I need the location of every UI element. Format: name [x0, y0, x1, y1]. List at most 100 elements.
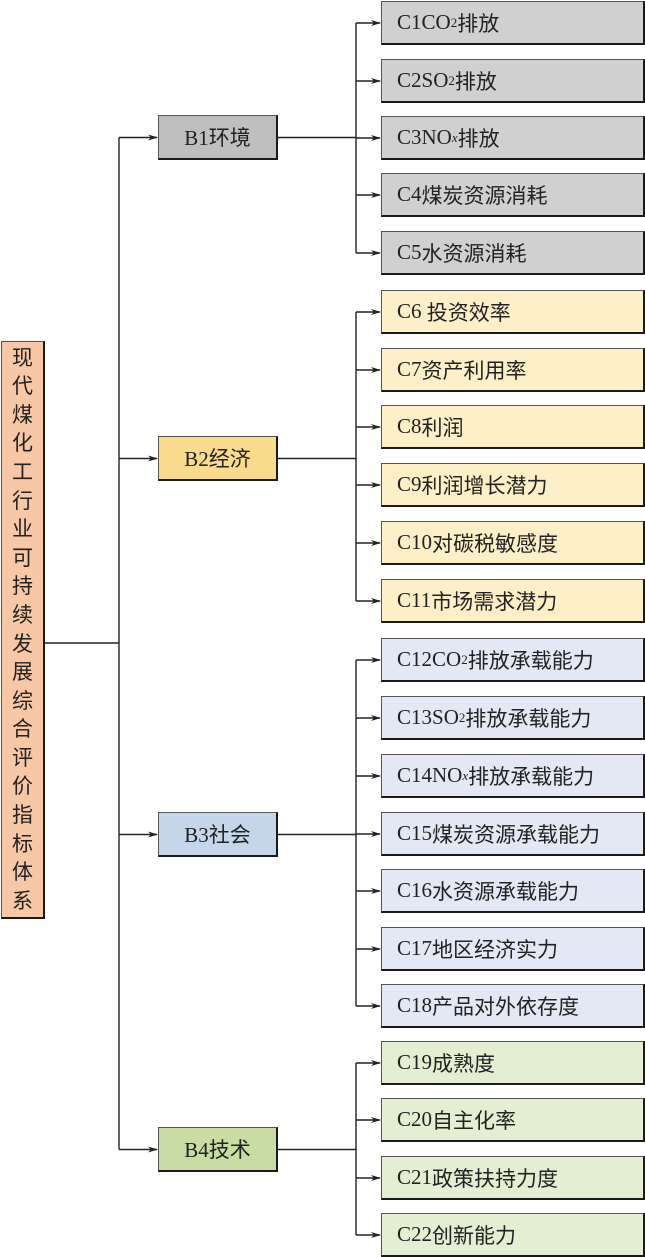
root-label-char: 价	[12, 774, 33, 799]
root-label-char: 现	[12, 345, 33, 370]
indicator-c6: C6 投资效率	[381, 290, 645, 334]
indicator-c18: C18 产品对外依存度	[381, 984, 645, 1028]
indicator-label: 排放承载能力	[465, 706, 592, 731]
node-label: B2经济	[184, 447, 251, 471]
root-label-char: 体	[12, 860, 33, 885]
root-label-char: 综	[12, 688, 33, 713]
indicator-code: C14	[397, 763, 433, 787]
root-label-char: 展	[12, 660, 33, 685]
root-label-char: 代	[12, 374, 33, 399]
indicator-label: 地区经济实力	[432, 937, 559, 962]
indicator-label: 煤炭资源消耗	[421, 183, 548, 208]
indicator-label: 政策扶持力度	[432, 1166, 559, 1191]
indicator-c19: C19 成熟度	[381, 1041, 645, 1085]
indicator-label: 市场需求潜力	[431, 589, 558, 614]
indicator-c17: C17 地区经济实力	[381, 927, 645, 971]
indicator-c20: C20 自主化率	[381, 1098, 645, 1142]
indicator-label: 投资效率	[421, 300, 511, 325]
indicator-code: C21	[397, 1165, 433, 1189]
root-label-char: 可	[12, 545, 33, 570]
indicator-code: C10	[397, 530, 433, 554]
indicator-label: 排放	[457, 11, 500, 36]
indicator-c11: C11 市场需求潜力	[381, 579, 645, 623]
root-label-char: 煤	[12, 402, 33, 427]
indicator-label: 自主化率	[432, 1108, 517, 1133]
root-label-char: 评	[12, 745, 33, 770]
indicator-c8: C8 利润	[381, 405, 645, 449]
chemical-formula: SO	[432, 705, 459, 729]
node-label: B3社会	[184, 823, 251, 847]
indicator-label: 煤炭资源承载能力	[432, 822, 601, 847]
indicator-label: 排放	[457, 126, 500, 151]
node-b2: B2经济	[158, 436, 278, 481]
indicator-code: C19	[397, 1050, 433, 1074]
indicator-code: C12	[397, 647, 433, 671]
indicator-c22: C22 创新能力	[381, 1213, 645, 1257]
root-label-char: 续	[12, 602, 33, 627]
indicator-code: C5	[397, 240, 422, 264]
indicator-c5: C5 水资源消耗	[381, 231, 645, 275]
root-label-char: 标	[12, 831, 33, 856]
root-label-char: 化	[12, 431, 33, 456]
indicator-label: 成熟度	[432, 1051, 496, 1076]
chemical-formula: CO	[421, 10, 451, 34]
indicator-label: 产品对外依存度	[432, 994, 580, 1019]
indicator-code: C17	[397, 936, 433, 960]
indicator-code: C4	[397, 182, 422, 206]
indicator-label: 排放承载能力	[468, 764, 595, 789]
chemical-formula: CO	[432, 647, 462, 671]
root-label-char: 系	[12, 888, 33, 913]
indicator-label: 创新能力	[432, 1223, 517, 1248]
indicator-code: C22	[397, 1222, 433, 1246]
indicator-c7: C7 资产利用率	[381, 348, 645, 392]
indicator-code: C15	[397, 821, 433, 845]
indicator-code: C3	[397, 125, 422, 149]
node-label: B1环境	[184, 126, 251, 150]
indicator-label: 排放	[454, 69, 497, 94]
indicator-label: 水资源消耗	[421, 241, 527, 266]
indicator-code: C6	[397, 299, 422, 323]
indicator-code: C9	[397, 472, 422, 496]
indicator-label: 利润	[421, 415, 464, 440]
indicator-c15: C15 煤炭资源承载能力	[381, 812, 645, 856]
chemical-formula: NO	[432, 763, 463, 787]
chemical-formula: SO	[421, 68, 449, 92]
indicator-code: C1	[397, 10, 422, 34]
indicator-c16: C16 水资源承载能力	[381, 869, 645, 913]
root-label-char: 工	[12, 459, 33, 484]
indicator-code: C11	[397, 588, 432, 612]
indicator-label: 资产利用率	[421, 358, 527, 383]
node-b1: B1环境	[158, 115, 278, 160]
indicator-label: 排放承载能力	[467, 648, 594, 673]
indicator-code: C8	[397, 414, 422, 438]
indicator-code: C2	[397, 68, 422, 92]
chemical-formula: NO	[421, 125, 452, 149]
indicator-code: C13	[397, 705, 433, 729]
node-b4: B4技术	[158, 1127, 278, 1172]
indicator-c21: C21 政策扶持力度	[381, 1156, 645, 1200]
indicator-code: C20	[397, 1107, 433, 1131]
root-label-char: 业	[12, 517, 33, 542]
indicator-label: 对碳税敏感度	[432, 531, 559, 556]
root-label-char: 发	[12, 631, 33, 656]
indicator-code: C16	[397, 878, 433, 902]
node-label: B4技术	[184, 1138, 251, 1162]
indicator-label: 利润增长潜力	[421, 473, 548, 498]
indicator-label: 水资源承载能力	[432, 879, 580, 904]
root-label-char: 行	[12, 488, 33, 513]
indicator-c10: C10 对碳税敏感度	[381, 521, 645, 565]
root-label-char: 合	[12, 717, 33, 742]
indicator-c4: C4 煤炭资源消耗	[381, 173, 645, 217]
root-node: 现代煤化工行业可持续发展综合评价指标体系	[1, 341, 45, 919]
root-label-char: 持	[12, 574, 33, 599]
indicator-c9: C9 利润增长潜力	[381, 463, 645, 507]
node-b3: B3社会	[158, 812, 278, 857]
root-label-char: 指	[12, 803, 33, 828]
